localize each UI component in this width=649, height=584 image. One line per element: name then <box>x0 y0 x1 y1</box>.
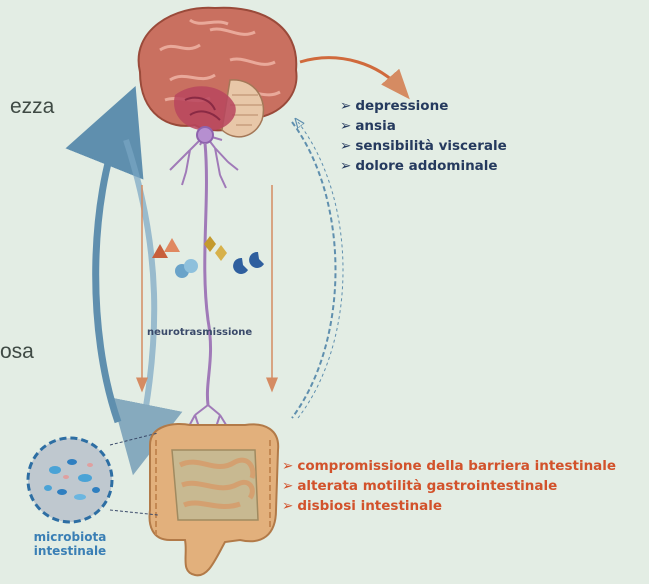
brain-effects-arrow <box>300 58 400 88</box>
left-partial-label-2: osa <box>0 340 34 364</box>
bullet-arrow-icon: ➢ <box>340 158 351 174</box>
neurotransmission-label: neurotrasmissione <box>147 327 252 338</box>
brain-effect-item: ➢sensibilità viscerale <box>340 136 507 156</box>
bullet-arrow-icon: ➢ <box>282 458 293 474</box>
microbiota-circle <box>28 433 158 522</box>
brain-effect-item: ➢depressione <box>340 96 507 116</box>
intestine-illustration <box>150 424 279 575</box>
gut-effects-list: ➢compromissione della barriera intestina… <box>282 456 616 516</box>
left-partial-label-1: ezza <box>10 95 54 119</box>
bullet-arrow-icon: ➢ <box>282 478 293 494</box>
brain-effects-list: ➢depressione ➢ansia ➢sensibilità viscera… <box>340 96 507 176</box>
gut-to-brain-arrow <box>96 125 120 422</box>
neuron-illustration <box>170 127 238 430</box>
bullet-arrow-icon: ➢ <box>282 498 293 514</box>
gut-effect-item: ➢alterata motilità gastrointestinale <box>282 476 616 496</box>
gut-effect-item: ➢disbiosi intestinale <box>282 496 616 516</box>
neurotransmitter-molecules <box>152 236 264 278</box>
brain-illustration <box>139 8 297 137</box>
brain-to-gut-arrow <box>126 140 154 440</box>
bullet-arrow-icon: ➢ <box>340 98 351 114</box>
brain-effect-item: ➢ansia <box>340 116 507 136</box>
microbiota-label: microbiota intestinale <box>24 530 116 558</box>
gut-effect-item: ➢compromissione della barriera intestina… <box>282 456 616 476</box>
bullet-arrow-icon: ➢ <box>340 118 351 134</box>
dashed-feedback-arrow <box>292 122 336 418</box>
brain-effect-item: ➢dolore addominale <box>340 156 507 176</box>
bullet-arrow-icon: ➢ <box>340 138 351 154</box>
